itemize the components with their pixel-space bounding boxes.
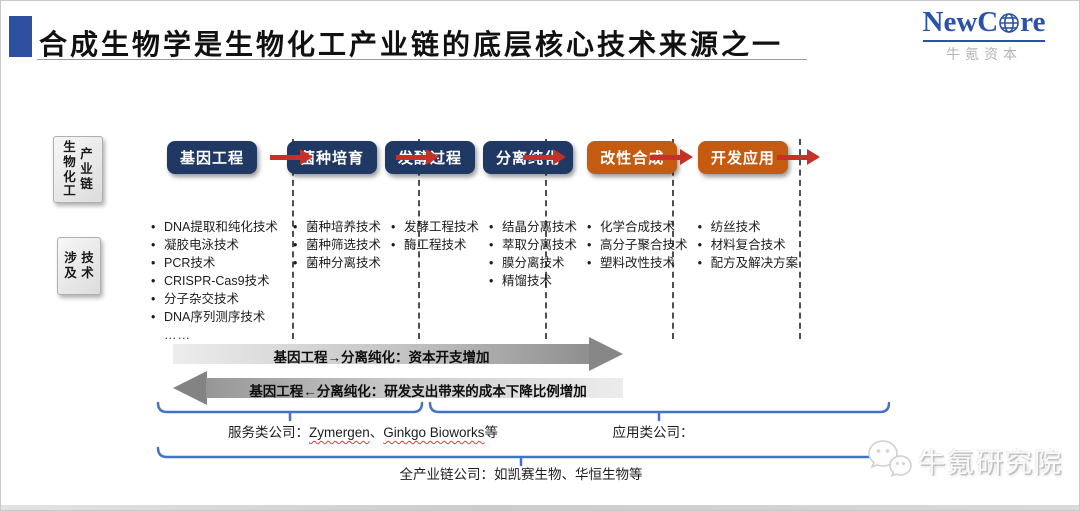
chain-column: 开发应用 纺丝技术材料复合技术配方及解决方案 xyxy=(688,139,799,341)
tech-item: 膜分离技术 xyxy=(489,254,577,272)
logo-subtitle: 牛氪资本 xyxy=(946,45,1022,62)
tech-list: 纺丝技术材料复合技术配方及解决方案 xyxy=(688,218,799,272)
service-label-separator: 、 xyxy=(369,425,384,440)
bottom-edge-shadow xyxy=(1,505,1079,510)
logo-text-suffix: re xyxy=(1020,6,1046,38)
chain-column: 改性合成 化学合成技术高分子聚合技术塑料改性技术 xyxy=(577,139,688,341)
capex-arrow-right-label: 基因工程→分离纯化：资本开支增加 xyxy=(273,350,490,365)
tech-item: PCR技术 xyxy=(151,254,283,272)
arrow-head-left-icon xyxy=(173,371,207,405)
tech-list: 发酵工程技术酶工程技术 xyxy=(381,218,479,254)
service-brace xyxy=(156,401,424,422)
side-label-industry-chain: 生物化工 产业链 xyxy=(53,136,103,203)
tech-item: 精馏技术 xyxy=(489,272,577,290)
newcore-logo: NewC re 牛氪资本 xyxy=(894,6,1074,64)
logo-text-prefix: NewC xyxy=(922,6,999,38)
page-title: 合成生物学是生物化工产业链的底层核心技术来源之一 xyxy=(39,29,784,60)
tech-item: 纺丝技术 xyxy=(698,218,799,236)
tech-item: 酶工程技术 xyxy=(391,236,479,254)
chain-column: 基因工程 DNA提取和纯化技术凝胶电泳技术PCR技术CRISPR-Cas9技术分… xyxy=(141,139,283,344)
tech-item: 凝胶电泳技术 xyxy=(151,236,283,254)
tech-item: 菌种培养技术 xyxy=(293,218,381,236)
tech-item: 高分子聚合技术 xyxy=(587,236,688,254)
tech-item: …… xyxy=(164,328,191,342)
side-label-text: 技术 xyxy=(81,251,94,280)
industry-chain: 基因工程 DNA提取和纯化技术凝胶电泳技术PCR技术CRISPR-Cas9技术分… xyxy=(141,139,941,344)
tech-list: 菌种培养技术菌种筛选技术菌种分离技术 xyxy=(283,218,381,272)
globe-icon xyxy=(999,13,1020,33)
wechat-bubbles-icon xyxy=(868,440,912,478)
service-companies-label: 服务类公司：Zymergen、Ginkgo Bioworks等 xyxy=(213,421,513,441)
watermark: 牛氪研究院 xyxy=(867,439,1063,481)
title-accent-square xyxy=(9,16,32,57)
column-divider xyxy=(799,139,801,339)
side-label-text: 产业链 xyxy=(80,147,93,191)
title-underline xyxy=(37,59,807,60)
tech-item: CRISPR-Cas9技术 xyxy=(151,272,283,290)
tech-item: DNA序列测序技术 xyxy=(151,308,283,326)
stage-box: 开发应用 xyxy=(697,141,788,174)
flow-arrow-icon xyxy=(395,139,441,175)
tech-list: DNA提取和纯化技术凝胶电泳技术PCR技术CRISPR-Cas9技术分子杂交技术… xyxy=(141,218,283,344)
tech-item: 分子杂交技术 xyxy=(151,290,283,308)
application-brace xyxy=(428,401,891,422)
tech-item: 萃取分离技术 xyxy=(489,236,577,254)
flow-arrow-icon xyxy=(776,139,822,175)
full-chain-companies-label: 全产业链公司：如凯赛生物、华恒生物等 xyxy=(399,467,643,482)
stage-box: 基因工程 xyxy=(166,141,257,174)
arrow-body xyxy=(173,344,590,364)
tech-item: 配方及解决方案 xyxy=(698,254,799,272)
capex-arrow-left-label: 基因工程←分离纯化：研发支出带来的成本下降比例增加 xyxy=(249,384,587,399)
tech-item: 菌种分离技术 xyxy=(293,254,381,272)
capex-arrow-right: 基因工程→分离纯化：资本开支增加 xyxy=(173,337,623,371)
arrow-head-right-icon xyxy=(589,337,623,371)
flow-arrow-icon xyxy=(649,139,695,175)
tech-item: 化学合成技术 xyxy=(587,218,688,236)
side-label-text: 涉及 xyxy=(64,251,77,280)
service-company-2: Ginkgo Bioworks xyxy=(383,425,485,440)
side-label-text: 生物化工 xyxy=(63,140,76,199)
service-label-suffix: 等 xyxy=(484,425,499,440)
tech-list: 结晶分离技术萃取分离技术膜分离技术精馏技术 xyxy=(479,218,577,290)
flow-arrow-icon xyxy=(522,139,568,175)
capex-arrow-left: 基因工程←分离纯化：研发支出带来的成本下降比例增加 xyxy=(173,371,623,405)
chain-column: 分离纯化 结晶分离技术萃取分离技术膜分离技术精馏技术 xyxy=(479,139,577,341)
tech-item: 材料复合技术 xyxy=(698,236,799,254)
tech-item: DNA提取和纯化技术 xyxy=(151,218,283,236)
tech-item: 菌种筛选技术 xyxy=(293,236,381,254)
service-label-prefix: 服务类公司： xyxy=(227,425,309,440)
tech-item: 结晶分离技术 xyxy=(489,218,577,236)
tech-list: 化学合成技术高分子聚合技术塑料改性技术 xyxy=(577,218,688,272)
stage-box: 菌种培育 xyxy=(287,141,378,174)
flow-arrow-icon xyxy=(269,139,315,175)
tech-item: 塑料改性技术 xyxy=(587,254,688,272)
logo-wordmark: NewC re xyxy=(922,6,1046,42)
service-company-1: Zymergen xyxy=(308,425,370,440)
application-companies-label: 应用类公司： xyxy=(612,425,694,440)
arrow-body xyxy=(206,378,623,398)
watermark-text: 牛氪研究院 xyxy=(918,447,1063,478)
side-label-involved-tech: 涉及 技术 xyxy=(57,237,101,295)
tech-item: 发酵工程技术 xyxy=(391,218,479,236)
chain-column: 菌种培育 菌种培养技术菌种筛选技术菌种分离技术 xyxy=(283,139,381,341)
